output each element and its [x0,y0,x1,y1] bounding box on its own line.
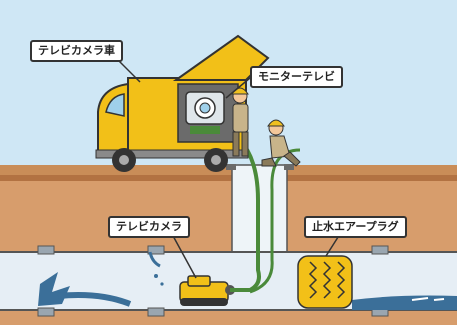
manhole-cover-right [284,164,294,170]
label-water-stop-plug: 止水エアープラグ [304,216,407,238]
tv-camera-crawler [179,275,235,306]
water-drop-1 [154,274,158,278]
camera-truck [95,34,270,172]
inflow-stream [57,292,132,307]
label-tv-camera-car: テレビカメラ車 [30,40,123,62]
worker-at-manhole [261,119,301,167]
leader-monitor [225,77,251,99]
ground-surface [0,165,457,177]
worker-at-truck [231,87,249,157]
pipe-joints [37,245,389,317]
leader-camera [171,233,197,279]
soil-shadow [0,175,457,181]
manhole-cover-left [226,164,236,170]
water-ripple-1 [411,297,429,301]
leader-truck [117,59,141,83]
sewage-water [352,295,457,310]
water-ripple-2 [433,298,445,301]
air-plug [297,255,353,309]
camera-cable [230,138,261,292]
label-monitor-tv: モニターテレビ [250,66,343,88]
lateral-inflow [148,251,161,268]
label-tv-camera: テレビカメラ [108,216,190,238]
water-drop-2 [160,282,164,286]
